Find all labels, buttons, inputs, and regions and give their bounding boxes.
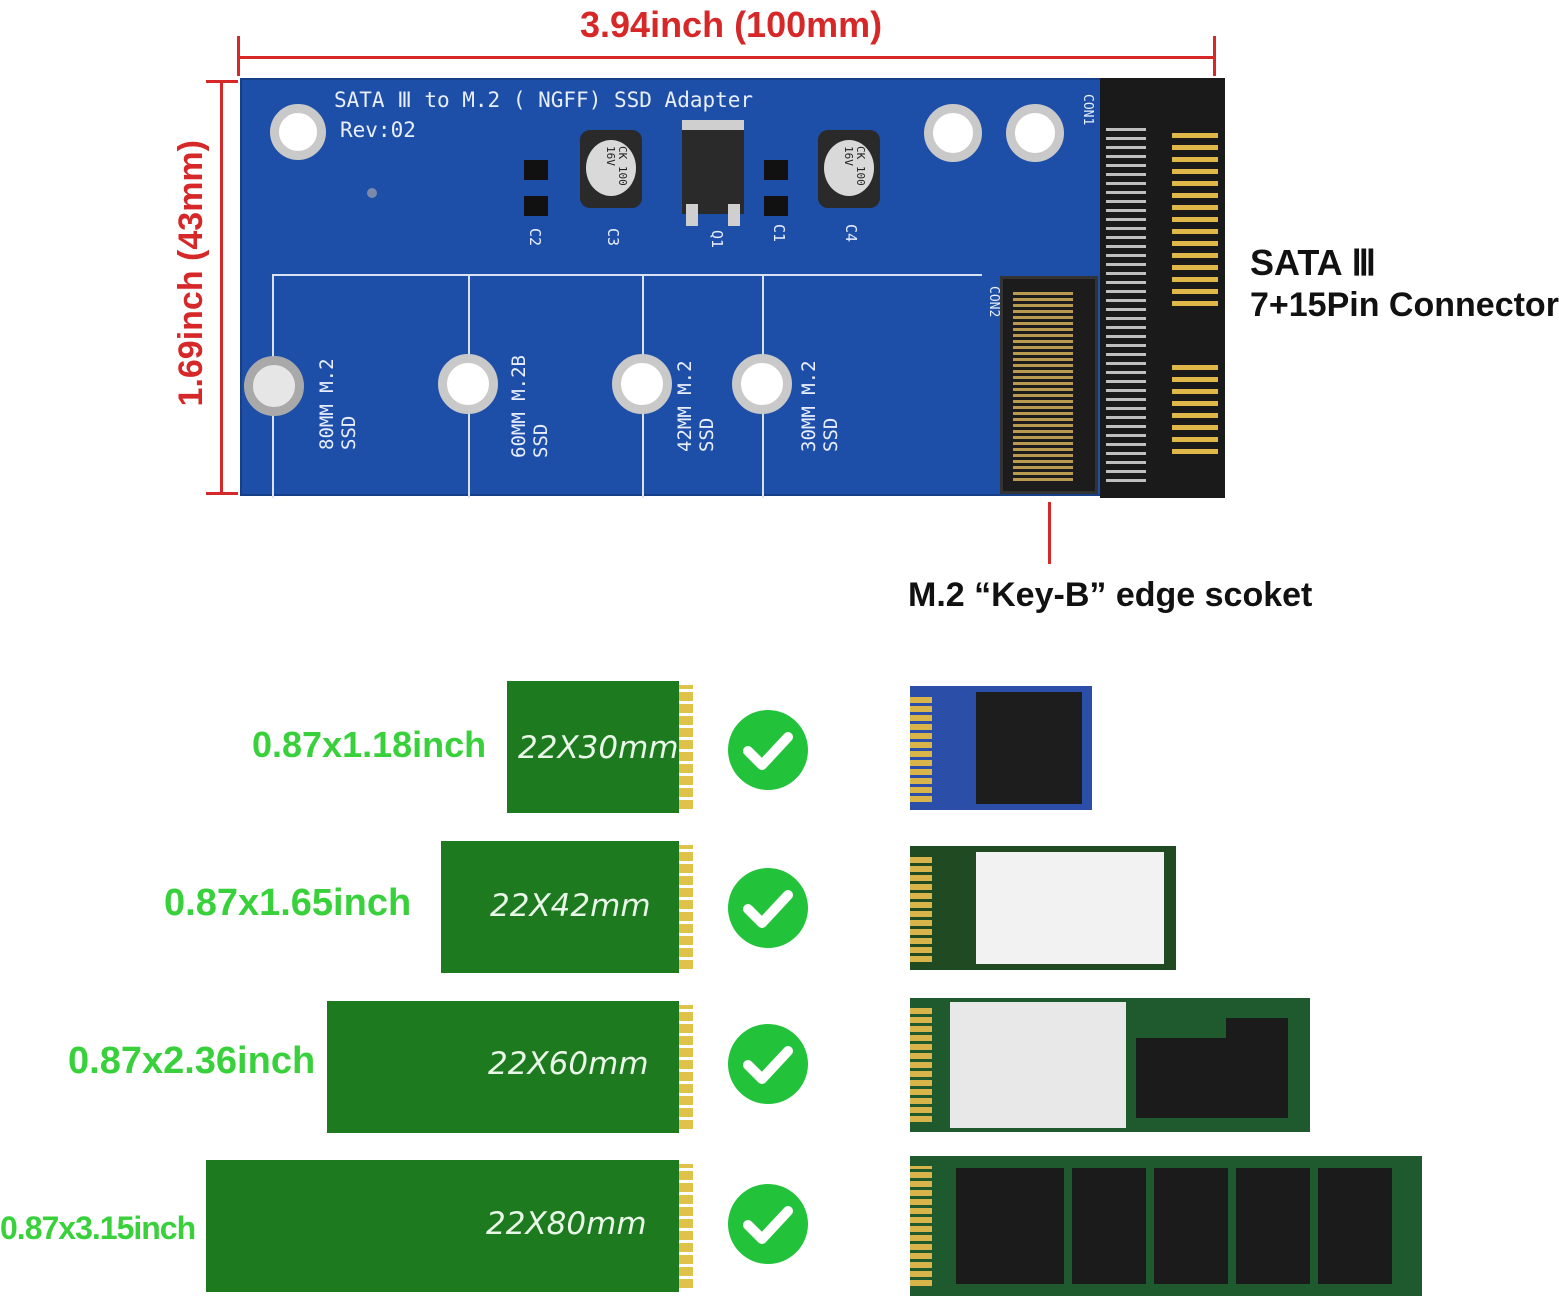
size-mm-42mm: 22X42mm — [490, 888, 651, 924]
ssd-label-sticker — [950, 1002, 1126, 1128]
label-con1: CON1 — [1080, 94, 1095, 126]
smd-pad — [524, 160, 548, 180]
zone-label-42mm: 42MM M.2 SSD — [674, 360, 718, 452]
label-q1: Q1 — [708, 230, 726, 249]
height-dimension-tick-bottom — [206, 492, 238, 495]
size-inch-80mm: 0.87x3.15inch — [0, 1210, 196, 1246]
label-c4: C4 — [842, 224, 860, 243]
mount-hole-60mm — [438, 354, 498, 414]
sata-callout-line1: SATA Ⅲ — [1250, 242, 1377, 283]
zone-label-30mm: 30MM M.2 SSD — [798, 360, 842, 452]
height-dimension-tick-top — [206, 80, 238, 83]
card-contacts — [679, 1164, 693, 1288]
capacitor-c4: CK 100 16V — [818, 130, 880, 208]
width-dimension-line — [238, 56, 1216, 59]
ssd-photo-30mm — [910, 686, 1092, 810]
cap-label-c4: CK 100 16V — [842, 146, 867, 186]
zone-label-80mm: 80MM M.2 SSD — [316, 358, 360, 450]
ssd-photo-60mm — [910, 998, 1310, 1132]
label-c2: C2 — [526, 228, 544, 247]
size-mm-80mm: 22X80mm — [486, 1206, 647, 1242]
board-revision: Rev:02 — [340, 118, 416, 142]
sata-connector — [1100, 78, 1225, 498]
mount-hole-top-right-1 — [924, 104, 982, 162]
label-c1: C1 — [770, 224, 788, 243]
ssd-size-card-42mm — [441, 841, 679, 973]
zone-30mm — [762, 274, 982, 498]
label-c3: C3 — [604, 228, 622, 247]
size-inch-42mm: 0.87x1.65inch — [164, 882, 412, 924]
card-contacts — [679, 685, 693, 809]
ssd-size-card-60mm — [327, 1001, 679, 1133]
checkmark-icon — [728, 1184, 808, 1264]
ssd-size-card-30mm — [507, 681, 679, 813]
board-title: SATA Ⅲ to M.2 ( NGFF) SSD Adapter — [334, 88, 754, 112]
width-dimension-tick-left — [237, 36, 240, 76]
checkmark-icon — [728, 710, 808, 790]
regulator-q1 — [682, 120, 744, 214]
adapter-board: SATA Ⅲ to M.2 ( NGFF) SSD Adapter Rev:02… — [240, 78, 1225, 498]
socket-callout-line — [1048, 502, 1051, 564]
ssd-photo-80mm — [910, 1156, 1422, 1296]
checkmark-icon — [728, 868, 808, 948]
size-inch-30mm: 0.87x1.18inch — [252, 724, 487, 765]
via-dot — [367, 188, 377, 198]
m2-key-b-socket — [1000, 276, 1098, 494]
mount-hole-top-right-2 — [1006, 104, 1064, 162]
mount-hole-top-left — [270, 104, 326, 160]
mount-hole-30mm — [732, 354, 792, 414]
capacitor-c3: CK 100 16V — [580, 130, 642, 208]
width-dimension-label: 3.94inch (100mm) — [580, 4, 883, 45]
smd-pad — [524, 196, 548, 216]
sata-callout-line2: 7+15Pin Connector — [1250, 286, 1559, 324]
ssd-label-sticker — [976, 852, 1164, 964]
mount-hole-42mm — [612, 354, 672, 414]
card-contacts — [679, 845, 693, 969]
smd-pad — [764, 196, 788, 216]
width-dimension-tick-right — [1213, 36, 1216, 76]
zone-label-60mm: 60MM M.2B SSD — [508, 355, 552, 458]
card-contacts — [679, 1005, 693, 1129]
height-dimension-line — [220, 80, 223, 494]
checkmark-icon — [728, 1024, 808, 1104]
height-dimension-label: 1.69inch (43mm) — [172, 140, 210, 407]
size-mm-60mm: 22X60mm — [488, 1046, 649, 1082]
ssd-size-card-80mm — [206, 1160, 679, 1292]
size-mm-30mm: 22X30mm — [518, 730, 679, 766]
size-inch-60mm: 0.87x2.36inch — [68, 1040, 316, 1082]
label-con2: CON2 — [986, 286, 1001, 318]
ssd-photo-42mm — [910, 846, 1176, 970]
cap-label-c3: CK 100 16V — [604, 146, 629, 186]
smd-pad — [764, 160, 788, 180]
standoff-screw — [244, 356, 304, 416]
socket-callout-label: M.2 “Key-B” edge scoket — [908, 576, 1313, 614]
